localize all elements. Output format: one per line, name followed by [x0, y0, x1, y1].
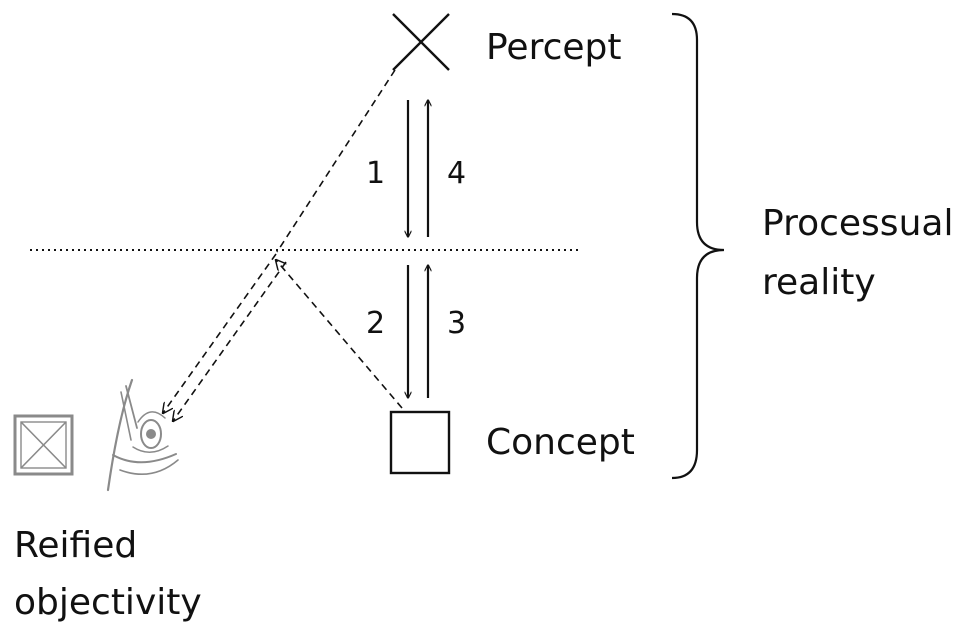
eye-dashed-arrow-1	[163, 253, 277, 413]
eye-icon	[106, 378, 179, 492]
arrow-number-4: 4	[447, 156, 466, 191]
percept-label: Percept	[486, 27, 622, 68]
concept-square-icon	[389, 410, 451, 475]
arrow-number-2: 2	[366, 306, 385, 341]
arrow-number-1: 1	[366, 156, 385, 191]
processual-label-line1: Processual	[762, 203, 953, 244]
percept-dashed-line	[276, 69, 396, 253]
concept-dashed-arrow	[276, 260, 403, 409]
reified-label-line2: objectivity	[14, 582, 202, 623]
reified-object-icon	[13, 414, 74, 476]
percept-x-icon	[392, 13, 450, 71]
processual-label-line2: reality	[762, 262, 876, 303]
processual-reality-brace	[671, 12, 725, 480]
reified-label-line1: Reified	[14, 525, 137, 566]
concept-label: Concept	[486, 422, 635, 463]
arrow-number-3: 3	[447, 306, 466, 341]
eye-dashed-arrow-2	[173, 261, 287, 421]
